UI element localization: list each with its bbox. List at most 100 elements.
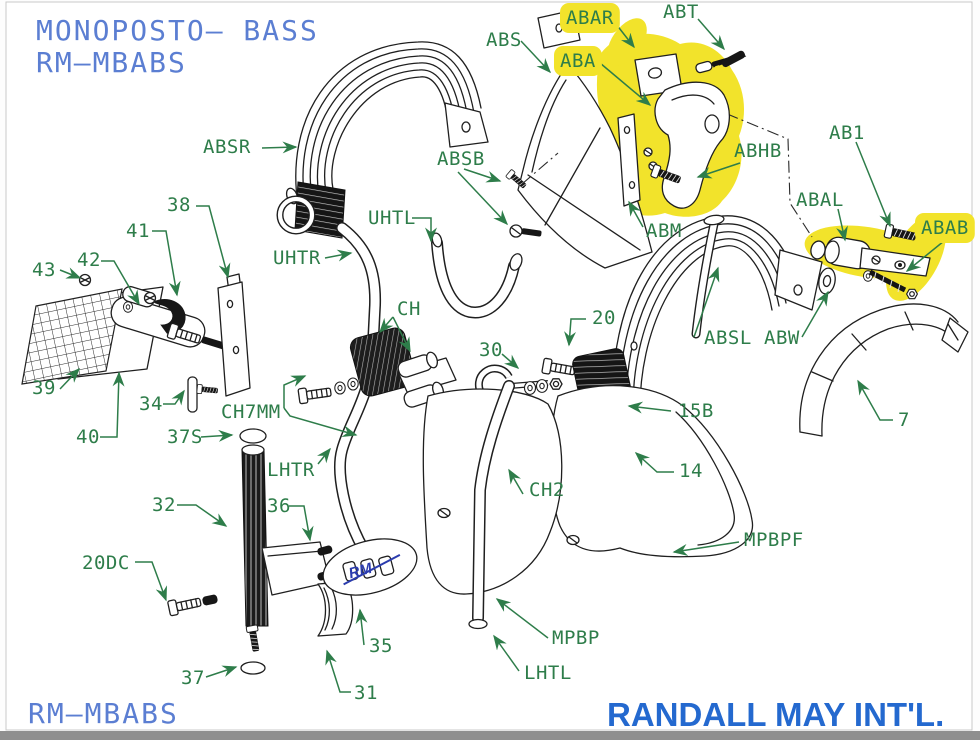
leader-41 — [152, 230, 181, 297]
grid-pad-39 — [21, 288, 123, 385]
part-label-36: 36 — [267, 495, 291, 517]
leader-ABAB — [905, 240, 945, 272]
leader-38 — [196, 205, 231, 279]
leader-ABW — [801, 290, 829, 338]
cap-37s — [239, 428, 267, 444]
highlight-label-ABAR — [560, 3, 620, 33]
leader-30 — [501, 353, 520, 369]
part-label-ABSR: ABSR — [203, 136, 251, 158]
highlight-label-ABA — [554, 46, 602, 76]
bolt-tip — [201, 336, 228, 350]
part-label-MPBPF: MPBPF — [744, 529, 804, 551]
leader-39 — [59, 367, 81, 390]
leader-UHTR — [324, 249, 353, 262]
leader-CH — [392, 316, 411, 353]
part-label-38: 38 — [167, 194, 191, 216]
leader-ABSB — [457, 171, 509, 226]
part-label-43: 43 — [32, 259, 56, 281]
leader-43 — [59, 267, 82, 279]
part-label-LHTR: LHTR — [267, 459, 315, 481]
aba-bracket-assembly — [617, 50, 813, 238]
leader-ABAL — [836, 208, 848, 242]
cap-37 — [240, 661, 266, 675]
part-label-LHTL: LHTL — [524, 662, 572, 684]
part-label-20DC: 20DC — [82, 552, 130, 574]
part-label-ABSL: ABSL — [704, 327, 752, 349]
leader-ABA — [599, 62, 652, 106]
strap-end-plate-right — [774, 249, 823, 311]
part-labels-layer: ABSRABSABSBABARABAABTABHBAB1ABALABABABMA… — [32, 1, 975, 704]
part-label-40: 40 — [76, 426, 100, 448]
screws-43 — [78, 273, 157, 313]
part-label-UHTL: UHTL — [368, 207, 416, 229]
part-label-14: 14 — [679, 460, 703, 482]
leader-20 — [564, 318, 586, 347]
leader-40 — [100, 371, 125, 438]
leader-AB1 — [855, 141, 891, 228]
leader-14 — [634, 451, 674, 473]
leader-34 — [163, 389, 185, 406]
leader-36 — [289, 505, 314, 542]
part-label-41: 41 — [126, 220, 150, 242]
part-label-39: 39 — [32, 377, 56, 399]
leader-ABT — [697, 18, 725, 51]
part-label-CH2: CH2 — [529, 479, 565, 501]
part-label-ABM: ABM — [646, 220, 682, 242]
logo-plate: RM — [322, 538, 418, 596]
left-shoulder-strap — [276, 41, 489, 239]
leader-35 — [355, 608, 368, 646]
leader-ABM — [628, 200, 644, 228]
plate-mpbp — [422, 388, 563, 595]
ribbed-rod-32 — [241, 449, 269, 627]
leader-CH2 — [508, 468, 524, 495]
leader-CH7MM — [283, 375, 307, 408]
part-label-CH: CH — [397, 298, 421, 320]
highlight-label-ABAB — [915, 213, 975, 243]
rm-logo-text: RM — [347, 560, 374, 583]
part-label-37: 37 — [181, 667, 205, 689]
part-label-35: 35 — [369, 635, 393, 657]
part-label-UHTR: UHTR — [273, 247, 321, 269]
leader-LHTR — [316, 447, 331, 465]
part-label-20: 20 — [592, 307, 616, 329]
part-label-30: 30 — [479, 339, 503, 361]
part-label-ABS: ABS — [486, 29, 522, 51]
leader-ABAR — [615, 23, 635, 49]
leader-37 — [205, 665, 238, 678]
part-label-31: 31 — [354, 682, 378, 704]
brand-name: RANDALL MAY INT'L. — [607, 696, 944, 733]
leader-CH7MM — [283, 407, 358, 438]
back-pad-cluster — [21, 273, 251, 413]
footer-model-number: RM—MBABS — [28, 697, 179, 730]
part-label-ABW: ABW — [764, 327, 800, 349]
drawing-title-line1: MONOPOSTO— BASS — [36, 14, 319, 47]
leader-ABSL — [693, 266, 720, 338]
part-label-ABT: ABT — [663, 1, 699, 23]
part-label-MPBP: MPBP — [552, 627, 600, 649]
part-label-15B: 15B — [678, 400, 714, 422]
leader-ABS — [520, 40, 552, 74]
part-label-CH7MM: CH7MM — [221, 401, 281, 423]
part-label-ABSB: ABSB — [437, 148, 485, 170]
plate-38 — [217, 273, 251, 397]
leader-31 — [325, 649, 351, 693]
leader-37S — [200, 429, 234, 442]
plate-mpbpf — [550, 385, 754, 558]
band-7 — [799, 303, 969, 437]
leader-MPBPF — [672, 541, 740, 556]
part-label-7: 7 — [898, 409, 910, 431]
leader-MPBP — [495, 598, 549, 639]
lower-column-cluster: RM — [166, 428, 418, 675]
back-brace — [505, 9, 653, 269]
part-label-32: 32 — [152, 494, 176, 516]
lhtl-tube — [468, 380, 515, 630]
leader-ABHB — [696, 162, 741, 179]
part-label-ABA: ABA — [560, 50, 596, 72]
leader-32 — [177, 504, 228, 527]
leader-LHTL — [493, 634, 520, 672]
scan-edge-bar — [0, 731, 980, 740]
pin-34 — [187, 376, 219, 413]
leader-42 — [101, 260, 140, 306]
